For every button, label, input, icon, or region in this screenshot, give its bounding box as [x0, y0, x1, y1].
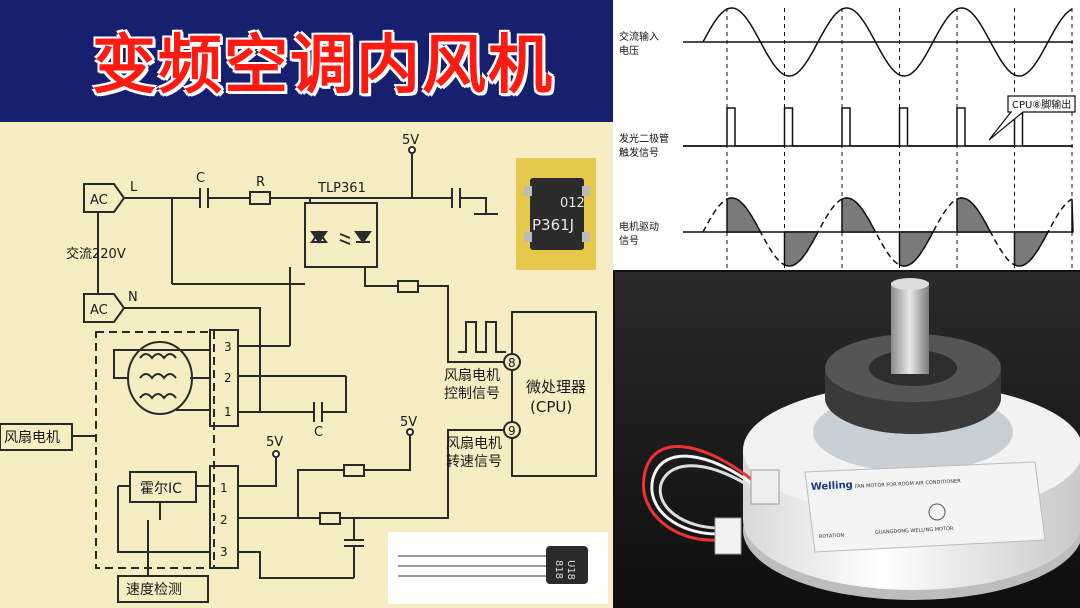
cpu-callout-text: CPU⑧脚输出	[1012, 98, 1071, 111]
hall-pin-1: 1	[220, 481, 228, 495]
motor-product-line: FAN MOTOR FOR ROOM AIR CONDITIONER	[855, 478, 962, 490]
trigger-pulse-waveform	[683, 107, 1073, 147]
optocoupler-label: TLP361	[317, 181, 366, 196]
drive-shaded-segment	[1013, 231, 1050, 267]
resistor-r-label: R	[256, 175, 265, 190]
ac-source-n	[83, 293, 126, 323]
speed-detect-label: 速度检测	[126, 582, 182, 598]
cpu-label-line2: (CPU)	[530, 398, 572, 416]
waveform-panel: 交流输入 电压 发光二极管 触发信号 电机驱动 信号 CPU⑧脚输出	[613, 0, 1080, 270]
motor-winding	[127, 341, 193, 415]
drive-shaded-segment	[841, 197, 877, 233]
capacitor-c2-label: C	[314, 425, 323, 440]
mains-voltage-label: 交流220V	[66, 246, 126, 262]
drive-shaded-segment	[1071, 199, 1074, 233]
vcc-top-label: 5V	[402, 133, 419, 148]
hall-device-text-line1: U18	[565, 560, 576, 580]
ac-input-waveform	[702, 7, 1073, 77]
ac-l-text: AC	[90, 193, 108, 208]
trigger-label-line1: 发光二极管	[619, 132, 669, 145]
drive-label-line2: 信号	[619, 235, 639, 247]
cpu-pin-8: 8	[508, 356, 516, 370]
fan-motor-label: 风扇电机	[4, 430, 60, 446]
input-label-line1: 交流输入	[619, 30, 659, 43]
drive-label-line1: 电机驱动	[619, 220, 659, 233]
circuit-diagram-panel: AC AC L N 交流220V C R TLP361 5V 3 2 1 C 风…	[0, 122, 613, 608]
vcc-pullup-label: 5V	[400, 415, 417, 430]
motor-pin-3: 3	[224, 340, 232, 354]
cpu-callout: CPU⑧脚输出	[988, 95, 1076, 141]
hall-pin-3: 3	[220, 545, 228, 559]
speed-signal-line2: 转速信号	[446, 454, 502, 470]
chip-text-line2: P361J	[532, 216, 574, 234]
hall-device-photo: U18 818	[388, 532, 608, 604]
drive-shaded-segment	[898, 231, 935, 267]
resistor-r	[249, 191, 271, 205]
ac-n-text: AC	[90, 303, 108, 318]
optocoupler-chip-photo: 012 P361J	[516, 158, 596, 270]
cpu-box	[511, 311, 597, 477]
chip-text-line1: 012	[560, 196, 585, 211]
motor-photo: Welling FAN MOTOR FOR ROOM AIR CONDITION…	[615, 272, 1080, 608]
waveform-diagram: 交流输入 电压 发光二极管 触发信号 电机驱动 信号 CPU⑧脚输出	[619, 7, 1076, 268]
hall-pin-2: 2	[220, 513, 228, 527]
motor-manufacturer: GUANGDONG WELLING MOTOR	[875, 526, 954, 536]
trigger-label-line2: 触发信号	[619, 146, 659, 159]
vcc-hall-label: 5V	[266, 435, 283, 450]
motor-pin-1: 1	[224, 405, 232, 419]
motor-rotation: ROTATION	[819, 533, 845, 540]
hall-device-text-line2: 818	[553, 560, 564, 579]
control-signal-line1: 风扇电机	[444, 368, 500, 384]
page-title: 变频空调内风机	[92, 29, 554, 103]
motor-photo-panel: Welling FAN MOTOR FOR ROOM AIR CONDITION…	[615, 272, 1080, 608]
motor-pin-2: 2	[224, 371, 232, 385]
cpu-pin-9: 9	[508, 424, 516, 438]
drive-shaded-segment	[726, 197, 762, 233]
optocoupler-box	[304, 202, 378, 268]
drive-reference-waveform	[702, 197, 1073, 267]
speed-signal-line1: 风扇电机	[446, 436, 502, 452]
ac-source-l	[83, 183, 126, 213]
hall-ic-label: 霍尔IC	[140, 481, 182, 497]
title-banner: 变频空调内风机	[0, 0, 613, 122]
fan-motor-boundary	[95, 331, 215, 569]
motor-brand: Welling	[811, 480, 854, 493]
line-label: L	[130, 180, 138, 195]
input-label-line2: 电压	[619, 44, 639, 57]
capacitor-c-label: C	[196, 171, 205, 186]
control-signal-line2: 控制信号	[444, 386, 500, 402]
cpu-label-line1: 微处理器	[526, 378, 586, 396]
circuit-diagram: AC AC L N 交流220V C R TLP361 5V 3 2 1 C 风…	[0, 133, 608, 604]
neutral-label: N	[128, 290, 138, 305]
drive-shaded-segment	[956, 197, 992, 233]
drive-shaded-segment	[783, 231, 820, 267]
